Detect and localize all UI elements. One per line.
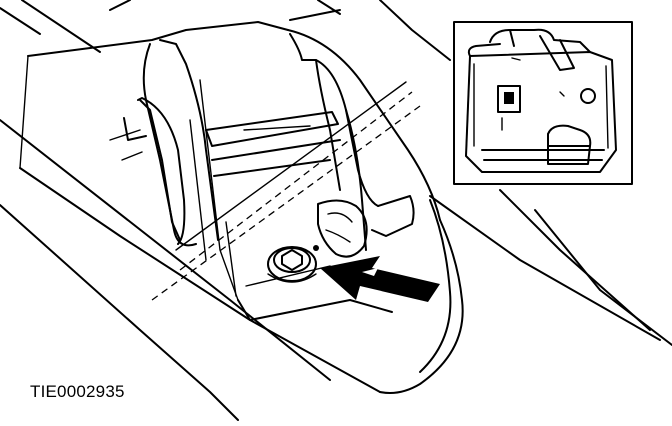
arrow-icon — [320, 256, 440, 302]
alignment-dashes — [151, 81, 421, 301]
lower-panel-lines — [225, 221, 393, 321]
inset-detail — [453, 21, 633, 185]
lamp-housing-right — [243, 33, 415, 258]
figure-reference-code: TIE0002935 — [30, 382, 125, 401]
cross-bar — [205, 111, 341, 177]
housing-outline — [19, 21, 464, 394]
bolt-icon — [267, 245, 319, 283]
lamp-bracket-left — [109, 39, 239, 301]
inset-clip-part — [465, 28, 617, 173]
